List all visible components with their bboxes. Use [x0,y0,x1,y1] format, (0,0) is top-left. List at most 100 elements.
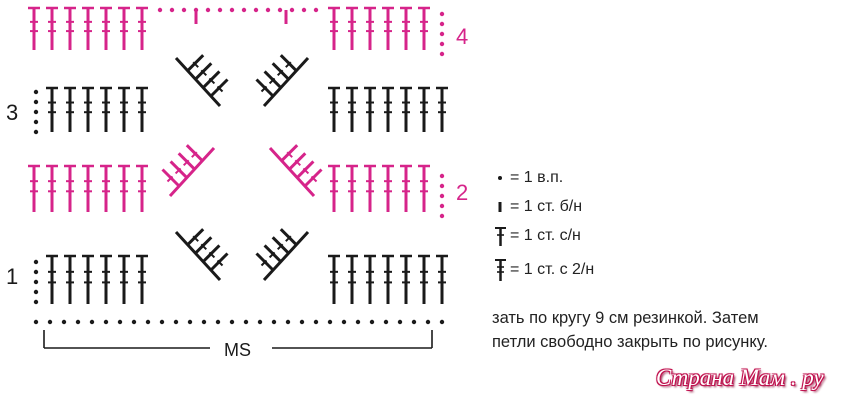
row3-turn-dot [33,109,39,115]
row1-turn-dot [33,279,39,285]
instruction-line-2: петли свободно закрыть по рисунку. [492,333,768,351]
row3-turn-dot [33,99,39,105]
foundation-chain-dot [397,319,403,325]
foundation-chain-dot [173,319,179,325]
treble-crochet-icon [495,259,506,281]
row1-right-stitch-1 [328,254,340,304]
foundation-chain-dot [159,319,165,325]
foundation-chain-dot [33,319,39,325]
row3-right-stitch-2 [346,86,358,132]
foundation-chain-dot [425,319,431,325]
foundation-chain-dot [411,319,417,325]
row4-left-stitch-2 [46,6,58,50]
row4-chain-dot [181,7,187,13]
row4-chain-dot [241,7,247,13]
row4-right-stitch-4 [382,6,394,50]
row1-turn-dot [33,269,39,275]
legend-item-treble-crochet: = 1 ст. с 2/н [494,259,594,281]
row1-right-stitch-7 [436,254,448,304]
foundation-chain-dot [243,319,249,325]
single-crochet-icon [498,202,502,212]
row2-right-stitch-6 [418,164,430,212]
foundation-chain-dot [117,319,123,325]
row2-left-stitch-6 [118,164,130,212]
foundation-chain-dot [75,319,81,325]
row2-turn-dot [439,203,445,209]
legend-item-chain: = 1 в.п. [494,167,563,189]
row3-left-stitch-3 [82,86,94,132]
row2-right-stitch-4 [382,164,394,212]
row3-turn-dot [33,119,39,125]
foundation-chain-dot [131,319,137,325]
legend-item-double-crochet: = 1 ст. с/н [494,225,581,247]
row2-turn-dot [439,173,445,179]
row4-right-stitch-2 [346,6,358,50]
row2-fan-left [161,144,216,198]
row2-fan-right [268,144,323,198]
row1-turn-dot [33,299,39,305]
row4-chain-dot [289,7,295,13]
row1-right-stitch-2 [346,254,358,304]
row1-left-stitch-1 [46,254,58,304]
instruction-line-1: зать по кругу 9 см резинкой. Затем [492,309,759,327]
double-crochet-icon [495,227,506,246]
foundation-chain-dot [355,319,361,325]
foundation-chain-dot [215,319,221,325]
row1-left-stitch-5 [118,254,130,304]
row4-right-stitch-1 [328,6,340,50]
foundation-chain-dot [341,319,347,325]
foundation-chain-dot [61,319,67,325]
foundation-chain-dot [89,319,95,325]
row2-right-stitch-3 [364,164,376,212]
row4-chain-dot [169,7,175,13]
foundation-chain-dot [439,319,445,325]
row2-right-stitch-2 [346,164,358,212]
row4-left-stitch-4 [82,6,94,50]
row4-chain-dot [193,7,199,13]
row2-turn-dot [439,213,445,219]
foundation-chain-dot [103,319,109,325]
row1-left-stitch-6 [136,254,148,304]
row2-left-stitch-3 [64,164,76,212]
row4-chain-dot [313,7,319,13]
row4-right-stitch-5 [400,6,412,50]
row3-fan-left [174,54,229,108]
foundation-chain-dot [327,319,333,325]
row4-left-stitch-5 [100,6,112,50]
row4-turn-dot [439,11,445,17]
row-label-3: 3 [6,100,19,125]
row3-right-stitch-6 [418,86,430,132]
foundation-chain-dot [229,319,235,325]
row4-chain-dot [217,7,223,13]
row-label-2: 2 [456,180,469,205]
row1-left-stitch-3 [82,254,94,304]
foundation-chain-dot [271,319,277,325]
row4-chain-dot [229,7,235,13]
row3-left-stitch-2 [64,86,76,132]
row2-left-stitch-7 [136,164,148,212]
row2-turn-dot [439,183,445,189]
row1-right-stitch-6 [418,254,430,304]
repeat-label: MS [224,340,251,360]
row2-left-stitch-1 [28,164,40,212]
row2-left-stitch-2 [46,164,58,212]
row4-turn-dot [439,51,445,57]
foundation-chain-dot [47,319,53,325]
row1-fan-left [174,228,229,282]
foundation-chain-dot [369,319,375,325]
row4-left-stitch-7 [136,6,148,50]
foundation-chain-dot [201,319,207,325]
row4-left-stitch-6 [118,6,130,50]
foundation-chain-dot [257,319,263,325]
row4-left-stitch-1 [28,6,40,50]
row3-left-stitch-1 [46,86,58,132]
row2-turn-dot [439,193,445,199]
row1-right-stitch-4 [382,254,394,304]
row4-right-stitch-3 [364,6,376,50]
row2-right-stitch-5 [400,164,412,212]
row1-fan-right [255,228,310,282]
row4-chain-dot [157,7,163,13]
row4-turn-dot [439,21,445,27]
row1-turn-dot [33,289,39,295]
